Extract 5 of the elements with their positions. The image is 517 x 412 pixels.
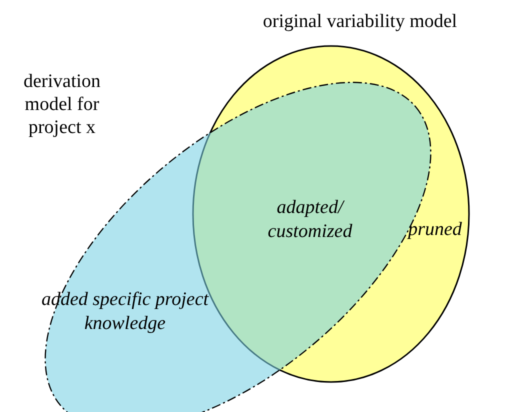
region-label: added specific project knowledge: [40, 288, 210, 336]
region-label: adapted/ customized: [266, 196, 354, 244]
region-label: pruned: [406, 218, 463, 242]
set-heading: original variability model: [262, 10, 458, 33]
set-heading: derivation model for project x: [22, 70, 102, 139]
